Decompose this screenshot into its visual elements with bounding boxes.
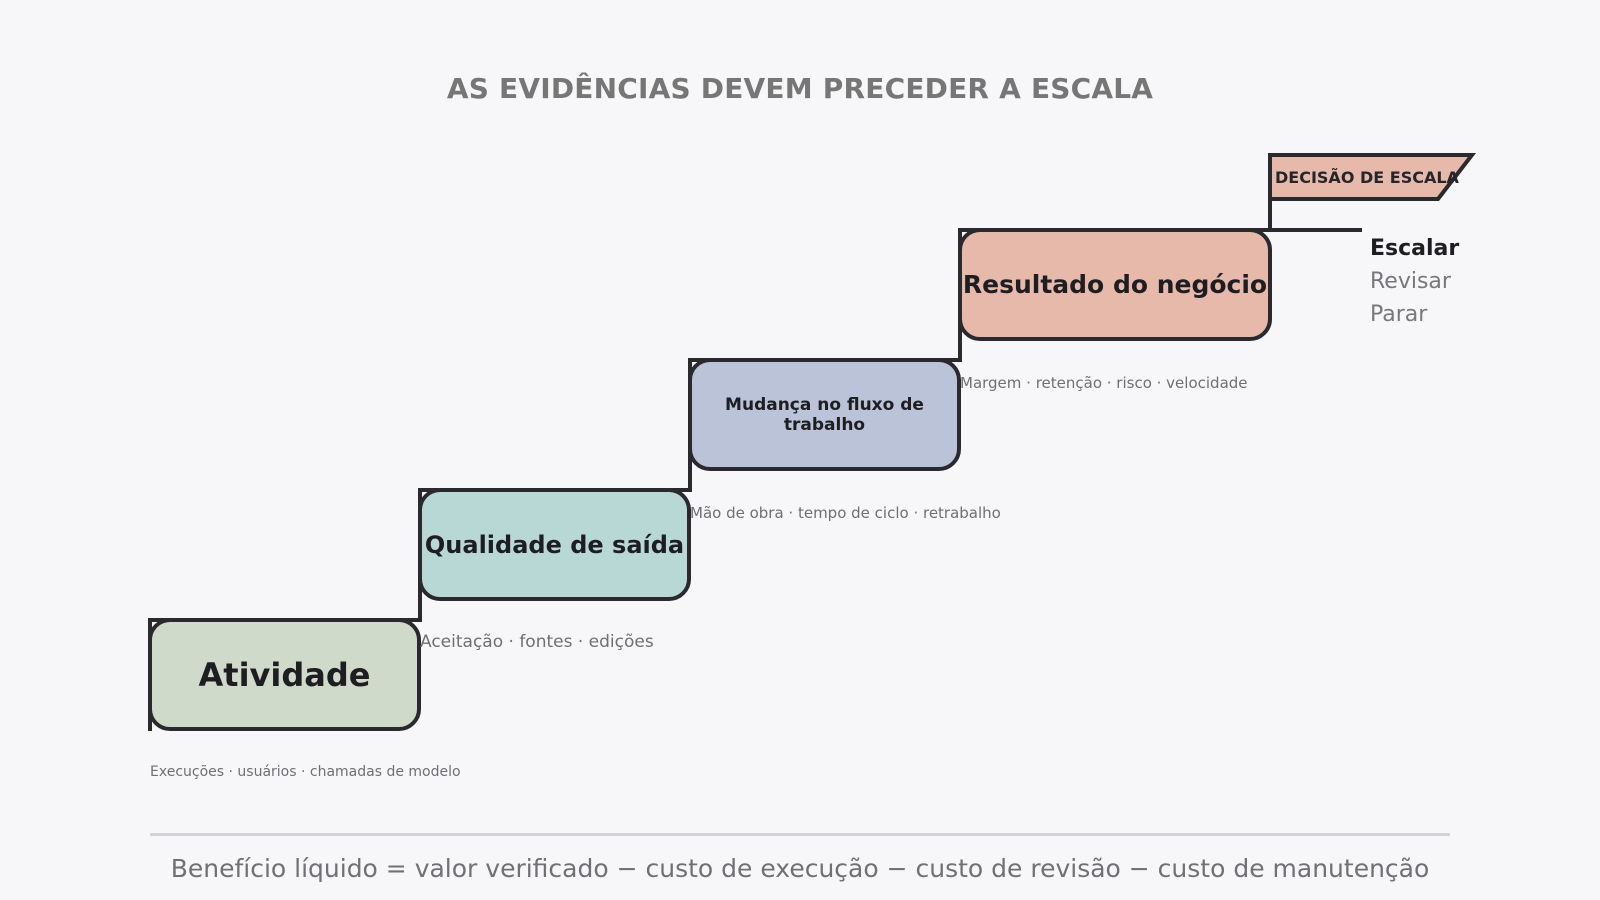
step-box-resultado-do-negocio: Resultado do negócio xyxy=(958,228,1272,341)
step-box-atividade: Atividade xyxy=(148,618,421,731)
step-metrics-qualidade: Aceitação · fontes · edições xyxy=(420,632,654,652)
net-benefit-formula: Benefício líquido = valor verificado − c… xyxy=(170,854,1430,883)
step-metrics-atividade: Execuções · usuários · chamadas de model… xyxy=(150,764,461,780)
diagram-title: AS EVIDÊNCIAS DEVEM PRECEDER A ESCALA xyxy=(446,72,1154,105)
step-metrics-resultado: Margem · retenção · risco · velocidade xyxy=(960,374,1248,392)
decision-option-parar: Parar xyxy=(1370,302,1428,327)
step-metrics-mudanca: Mão de obra · tempo de ciclo · retrabalh… xyxy=(690,504,1001,522)
decision-option-revisar: Revisar xyxy=(1370,269,1451,294)
decision-flag xyxy=(1268,153,1477,201)
decision-option-escalar: Escalar xyxy=(1370,236,1460,261)
step-box-qualidade-de-saida: Qualidade de saída xyxy=(418,488,691,601)
decision-flag-label: DECISÃO DE ESCALA xyxy=(1275,168,1459,187)
footer-divider xyxy=(150,833,1450,836)
step-box-mudanca-no-fluxo: Mudança no fluxo de trabalho xyxy=(688,358,961,471)
